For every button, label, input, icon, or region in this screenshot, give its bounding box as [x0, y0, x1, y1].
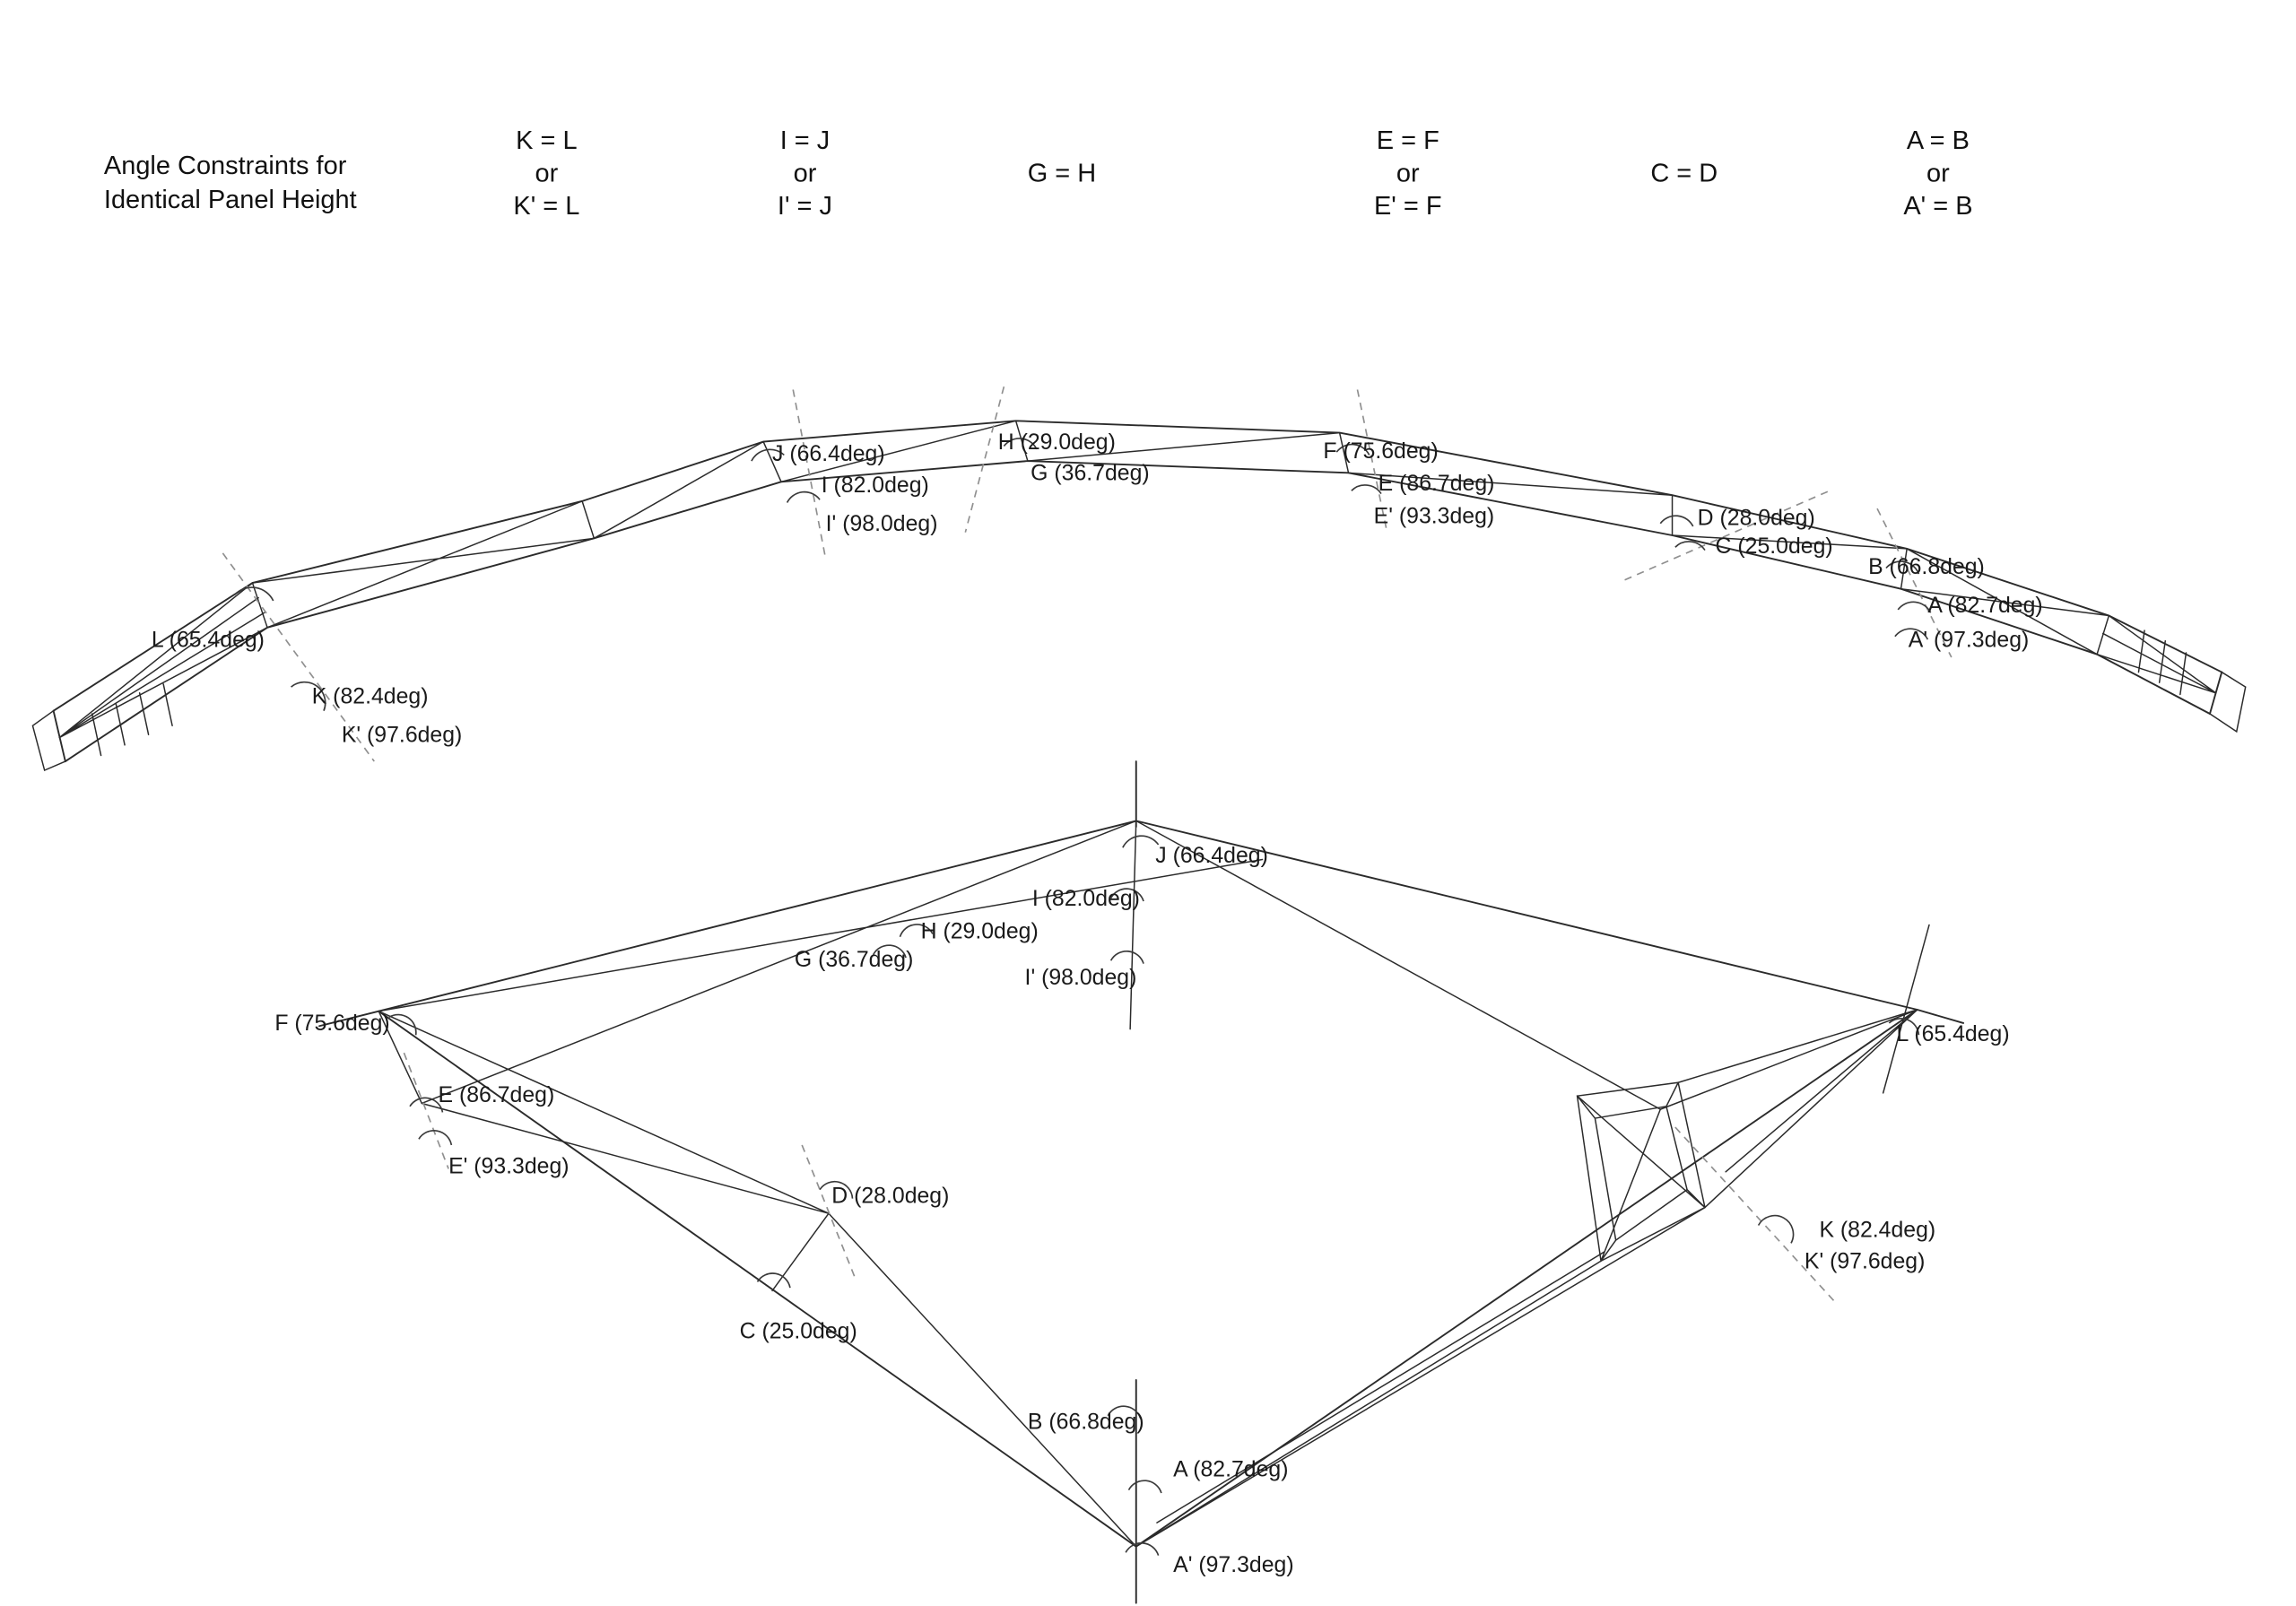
plan-angle-label-I-prime: I' (98.0deg): [1025, 966, 1137, 990]
elevation-angle-label-A-prime: A' (97.3deg): [1909, 628, 2029, 652]
elevation-angle-label-A: A (82.7deg): [1927, 594, 2042, 618]
plan-angle-label-B: B (66.8deg): [1028, 1411, 1144, 1435]
page-title-line-2: Identical Panel Height: [104, 186, 357, 214]
constraint-text: or: [794, 159, 817, 187]
plan-angle-label-D: D (28.0deg): [831, 1185, 949, 1209]
plan-angle-label-J: J (66.4deg): [1155, 844, 1268, 868]
constraint-text: E = F: [1377, 126, 1439, 155]
elevation-angle-label-I-prime: I' (98.0deg): [826, 512, 938, 536]
elevation-bottom-chord: [64, 460, 2211, 763]
plan-construction-lines: [403, 1052, 1837, 1304]
elevation-angle-label-E: E (86.7deg): [1378, 472, 1495, 496]
constraint-text: K' = L: [513, 192, 579, 221]
constraint-text: or: [1396, 159, 1420, 187]
header: Angle Constraints for Identical Panel He…: [104, 126, 1973, 221]
constraint-text: A = B: [1907, 126, 1970, 155]
plan-angle-label-L: L (65.4deg): [1897, 1022, 2010, 1046]
constraint-K-L: K = L or K' = L: [513, 126, 579, 221]
constraint-text: G = H: [1028, 159, 1096, 187]
elevation-left-tip-detail: [31, 582, 268, 772]
plan-panel-cluster: [1576, 1081, 1706, 1263]
elevation-construction-lines: [222, 386, 1952, 762]
elevation-angle-label-D: D (28.0deg): [1698, 506, 1815, 530]
elevation-angle-label-K-prime: K' (97.6deg): [342, 723, 462, 747]
constraint-text: K = L: [516, 126, 577, 155]
plan-angle-label-A-prime: A' (97.3deg): [1173, 1553, 1293, 1577]
constraint-text: A' = B: [1903, 192, 1972, 221]
constraint-C-D: C = D: [1650, 159, 1718, 187]
elevation-angle-label-J: J (66.4deg): [772, 442, 885, 466]
constraint-text: I' = J: [778, 192, 832, 221]
constraint-A-B: A = B or A' = B: [1903, 126, 1972, 221]
elevation-angle-arcs: [234, 438, 1932, 711]
constraint-E-F: E = F or E' = F: [1374, 126, 1442, 221]
constraint-text: I = J: [780, 126, 831, 155]
elevation-angle-label-G: G (36.7deg): [1031, 462, 1149, 486]
plan-angle-arcs: [388, 835, 1920, 1556]
constraint-I-J: I = J or I' = J: [778, 126, 832, 221]
plan-view: J (66.4deg) I (82.0deg) H (29.0deg) G (3…: [274, 760, 2010, 1604]
plan-angle-label-G: G (36.7deg): [795, 948, 913, 972]
page-title-line-1: Angle Constraints for: [104, 152, 347, 180]
constraint-text: C = D: [1650, 159, 1718, 187]
elevation-right-tip-detail: [2096, 614, 2247, 734]
plan-interior-members: [378, 820, 1930, 1548]
elevation-top-chord: [52, 420, 2223, 712]
plan-angle-label-A: A (82.7deg): [1173, 1458, 1288, 1482]
elevation-angle-label-E-prime: E' (93.3deg): [1374, 505, 1494, 529]
plan-angle-label-K-prime: K' (97.6deg): [1805, 1250, 1925, 1274]
constraint-text: or: [1926, 159, 1950, 187]
plan-angle-label-H: H (29.0deg): [921, 919, 1039, 943]
elevation-angle-label-K: K (82.4deg): [312, 684, 429, 708]
plan-outline: [318, 760, 1965, 1604]
constraint-text: E' = F: [1374, 192, 1442, 221]
elevation-view: J (66.4deg) I (82.0deg) I' (98.0deg) H (…: [31, 386, 2247, 772]
plan-angle-label-K: K (82.4deg): [1819, 1219, 1935, 1243]
elevation-angle-label-L: L (65.4deg): [152, 628, 265, 652]
elevation-angle-label-F: F (75.6deg): [1323, 439, 1438, 464]
constraint-text: or: [535, 159, 558, 187]
elevation-angle-label-C: C (25.0deg): [1716, 534, 1833, 559]
elevation-angle-label-B: B (66.8deg): [1868, 555, 1985, 579]
plan-angle-label-E-prime: E' (93.3deg): [448, 1154, 569, 1178]
plan-angle-label-F: F (75.6deg): [274, 1011, 389, 1036]
elevation-angle-label-H: H (29.0deg): [998, 430, 1116, 455]
plan-angle-label-I: I (82.0deg): [1032, 887, 1140, 911]
elevation-angle-label-I: I (82.0deg): [822, 473, 929, 498]
constraint-G-H: G = H: [1028, 159, 1096, 187]
plan-angle-label-C: C (25.0deg): [740, 1319, 857, 1343]
plan-angle-label-E: E (86.7deg): [438, 1083, 554, 1107]
